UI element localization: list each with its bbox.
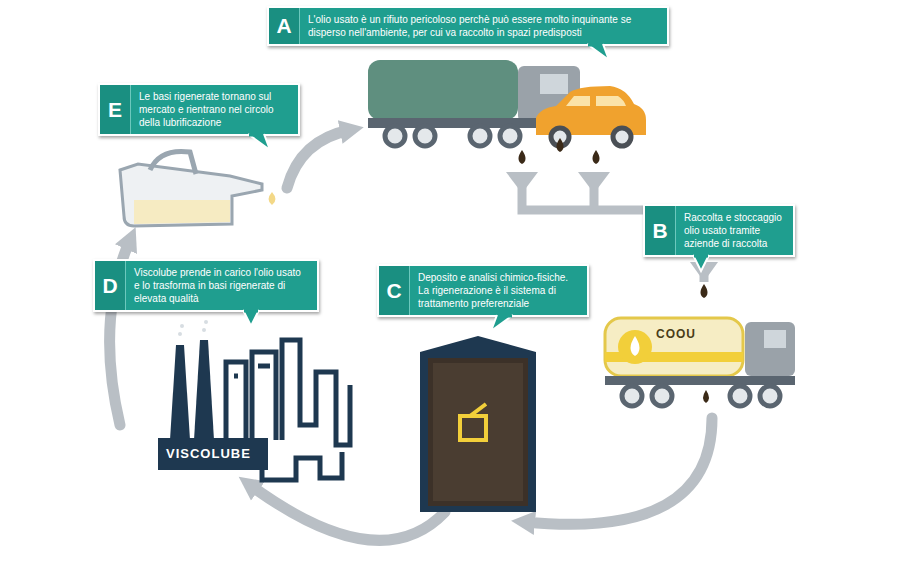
- storage-tank: [420, 336, 536, 512]
- callout-pointer-shape: [491, 315, 513, 331]
- callout-pointer-joint: [244, 310, 258, 313]
- oil-can: [120, 151, 276, 226]
- callout-pointer-shape: [693, 255, 709, 271]
- callout-pointer-joint: [694, 255, 708, 258]
- step-description: L'olio usato è un rifiuto pericoloso per…: [300, 8, 667, 44]
- callout-pointer-joint: [498, 315, 512, 318]
- step-description: Viscolube prende in carico l'olio usato …: [126, 261, 317, 310]
- step-letter: D: [95, 261, 126, 310]
- callout-pointer-joint: [249, 134, 263, 137]
- callout-box: CDeposito e analisi chimico-fisiche. La …: [377, 264, 589, 317]
- callout-pointer: [497, 315, 527, 335]
- callout-pointer-shape: [587, 44, 609, 60]
- callout-pointer-joint: [588, 44, 602, 47]
- coou-truck: [605, 318, 795, 406]
- car: [536, 86, 646, 146]
- callout-pointer: [587, 44, 617, 64]
- factory: [158, 320, 350, 480]
- step-letter: C: [379, 266, 410, 315]
- callout-box: ELe basi rigenerate tornano sul mercato …: [98, 83, 300, 136]
- callout-box: AL'olio usato è un rifiuto pericoloso pe…: [267, 6, 669, 46]
- step-description: Deposito e analisi chimico-fisiche. La r…: [410, 266, 587, 315]
- step-letter: A: [269, 8, 300, 44]
- callout-pointer: [693, 255, 723, 275]
- step-letter: E: [100, 85, 131, 134]
- callout-box: BRaccolta e stoccaggio olio usato tramit…: [643, 204, 795, 257]
- callout-pointer: [248, 134, 278, 154]
- step-description: Le basi rigenerate tornano sul mercato e…: [131, 85, 298, 134]
- company-logo: VISCOLUBE: [166, 446, 251, 461]
- step-letter: B: [645, 206, 676, 255]
- callout-pointer: [243, 310, 273, 330]
- step-description: Raccolta e stoccaggio olio usato tramite…: [676, 206, 793, 255]
- callout-pointer-shape: [248, 134, 270, 150]
- callout-box: DViscolube prende in carico l'olio usato…: [93, 259, 319, 312]
- callout-pointer-shape: [243, 310, 259, 326]
- truck-label: COOU: [656, 327, 696, 341]
